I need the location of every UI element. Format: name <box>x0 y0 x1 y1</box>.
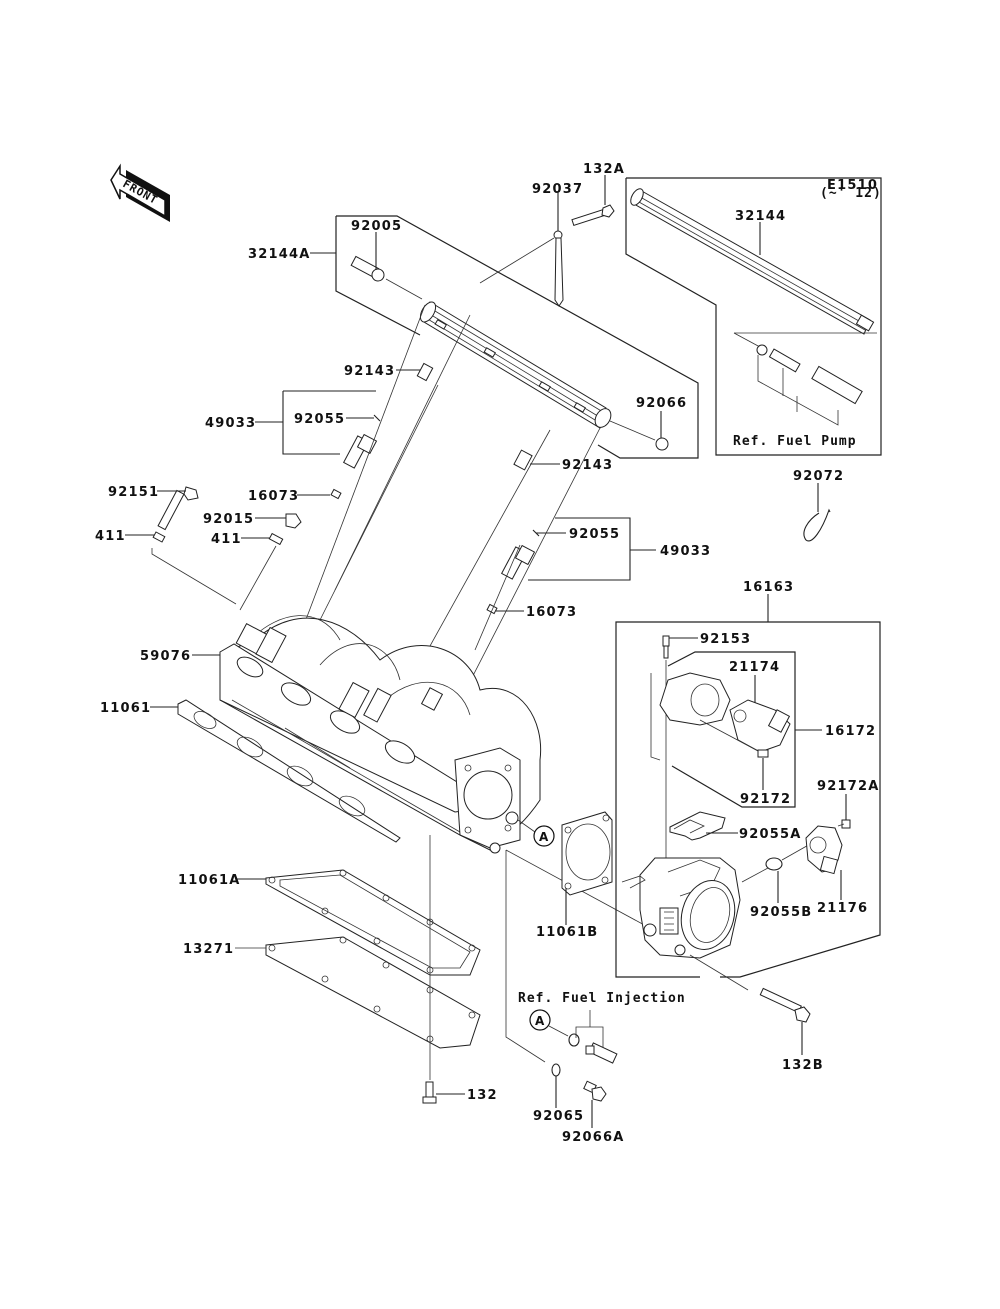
label-411-right: 411 <box>211 532 242 547</box>
label-92153: 92153 <box>700 632 751 647</box>
label-92015: 92015 <box>203 512 254 527</box>
label-11061A: 11061A <box>178 873 241 888</box>
label-92065: 92065 <box>533 1109 584 1124</box>
label-132: 132 <box>467 1088 498 1103</box>
label-92066: 92066 <box>636 396 687 411</box>
ref-fuel-injection: Ref. Fuel Injection <box>518 991 686 1006</box>
label-32144: 32144 <box>735 209 786 224</box>
front-arrow-icon: FRONT <box>110 163 170 222</box>
label-16073-left: 16073 <box>248 489 299 504</box>
cap-92066 <box>655 437 669 451</box>
fuel-rail <box>419 301 612 429</box>
callout-a-manifold-label: A <box>539 830 549 844</box>
label-92055A: 92055A <box>739 827 802 842</box>
label-92005: 92005 <box>351 219 402 234</box>
fuel-fitting-92005 <box>350 232 423 300</box>
diagram-code: E1510 <box>827 178 878 193</box>
intake-manifold <box>219 615 542 854</box>
label-92143-mid: 92143 <box>562 458 613 473</box>
washer-fuel-injection <box>568 1033 580 1047</box>
label-92151: 92151 <box>108 485 159 500</box>
bolt-92151 <box>157 486 199 531</box>
callout-a-sensor <box>529 1009 551 1031</box>
temperature-sensor <box>585 1042 618 1064</box>
clip-92037 <box>479 193 564 307</box>
dowel-411-left <box>125 531 237 605</box>
label-11061: 11061 <box>100 701 151 716</box>
throttle-body <box>621 857 741 959</box>
label-16172: 16172 <box>825 724 876 739</box>
gasket-11061B <box>561 811 613 925</box>
label-13271: 13271 <box>183 942 234 957</box>
callout-a-sensor-label: A <box>535 1014 545 1028</box>
clamp-92072 <box>803 483 831 542</box>
gasket-92055A <box>669 811 726 841</box>
label-92037: 92037 <box>532 182 583 197</box>
label-32144A: 32144A <box>248 247 311 262</box>
plug-92066A <box>583 1080 607 1128</box>
label-132B: 132B <box>782 1058 824 1073</box>
o-ring-92055B <box>765 857 783 871</box>
injector-left-group: 92143 49033 92055 16073 <box>205 304 471 631</box>
label-92172A: 92172A <box>817 779 880 794</box>
label-21174: 21174 <box>729 660 780 675</box>
dowel-411-right <box>239 532 284 611</box>
label-21176: 21176 <box>817 901 868 916</box>
bolt-132 <box>422 1081 465 1104</box>
gasket-11061 <box>177 699 401 843</box>
year-note: (~' 12) <box>820 186 882 201</box>
label-92055-left: 92055 <box>294 412 345 427</box>
label-59076: 59076 <box>140 649 191 664</box>
label-92143-top: 92143 <box>344 364 395 379</box>
nut-92015 <box>255 513 302 529</box>
callout-a-manifold <box>533 825 555 847</box>
ref-fuel-pump: Ref. Fuel Pump <box>733 434 857 449</box>
label-16073-right: 16073 <box>526 605 577 620</box>
label-92172: 92172 <box>740 792 791 807</box>
label-132A: 132A <box>583 162 625 177</box>
label-49033-right: 49033 <box>660 544 711 559</box>
bolt-132B <box>759 987 811 1055</box>
throttle-position-sensor-21176 <box>805 825 843 875</box>
label-11061B: 11061B <box>536 925 598 940</box>
washer-92065 <box>551 1063 561 1077</box>
label-92055B: 92055B <box>750 905 812 920</box>
label-49033-left: 49033 <box>205 416 256 431</box>
fuel-rail-group-pre-2012: (~' 12) 32144 Ref. Fuel Pump <box>625 177 882 456</box>
label-411-left: 411 <box>95 529 126 544</box>
label-16163: 16163 <box>743 580 794 595</box>
gasket-11061A <box>265 869 481 976</box>
label-92066A: 92066A <box>562 1130 625 1145</box>
label-92055-right: 92055 <box>569 527 620 542</box>
label-92072: 92072 <box>793 469 844 484</box>
bolt-132A <box>571 175 615 227</box>
throttle-body-group: 16163 92153 16172 21174 92172 <box>615 580 881 978</box>
